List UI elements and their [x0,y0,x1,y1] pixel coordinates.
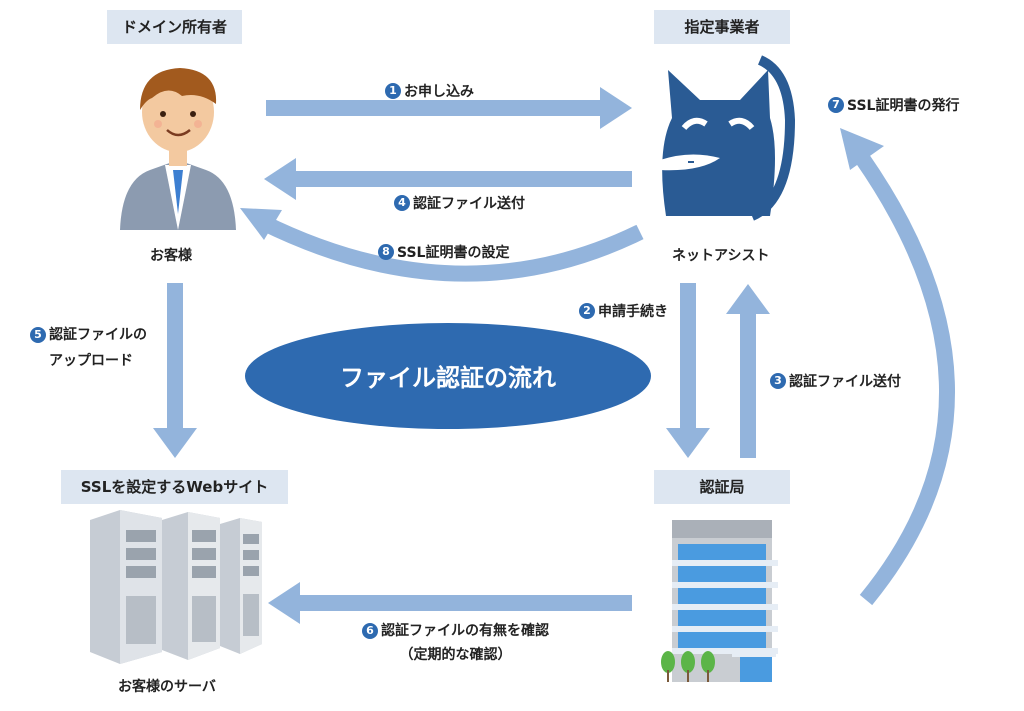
cat-mascot-icon [650,55,796,221]
step-2-label: 2 申請手続き [579,301,668,321]
arrow-step-1 [266,87,632,129]
step-3-text: 認証ファイル送付 [789,374,901,390]
arrow-step-5 [153,283,197,458]
step-6-label: 6 認証ファイルの有無を確認 （定期的な確認） [362,619,549,667]
arrow-step-3 [726,284,770,458]
header-designated-provider: 指定事業者 [654,10,790,44]
arrow-step-2 [666,283,710,458]
office-building-icon [661,520,778,682]
step-5-label: 5 認証ファイルの アップロード [30,322,147,374]
step-8-number: 8 [378,244,394,260]
step-4-text: 認証ファイル送付 [413,196,525,212]
step-6-number: 6 [362,623,378,639]
step-7-label: 7 SSL証明書の発行 [828,95,959,115]
step-2-text: 申請手続き [598,304,668,320]
arrow-step-8 [240,208,644,282]
center-oval [245,323,651,429]
header-ca: 認証局 [654,470,790,504]
step-1-text: お申し込み [404,84,474,100]
server-tower-icon [90,510,262,664]
netassist-label: ネットアシスト [672,248,770,264]
arrow-step-7 [840,128,955,606]
step-3-label: 3 認証ファイル送付 [770,371,901,391]
server-label: お客様のサーバ [118,679,216,695]
arrow-step-4 [264,158,632,200]
step-4-number: 4 [394,195,410,211]
center-title: ファイル認証の流れ [340,364,556,392]
arrow-step-6 [268,582,632,624]
step-6-line1: 認証ファイルの有無を確認 [381,623,549,639]
customer-label: お客様 [150,248,192,264]
step-5-number: 5 [30,327,46,343]
step-7-number: 7 [828,97,844,113]
step-2-number: 2 [579,303,595,319]
step-4-label: 4 認証ファイル送付 [394,193,525,213]
header-domain-owner: ドメイン所有者 [107,10,242,44]
step-5-line2: アップロード [49,353,133,369]
step-5-line1: 認証ファイルの [49,327,147,343]
header-website: SSLを設定するWebサイト [61,470,288,504]
step-8-label: 8 SSL証明書の設定 [378,242,509,262]
businessman-icon [120,68,236,230]
step-6-line2: （定期的な確認） [399,647,512,663]
step-7-text: SSL証明書の発行 [847,98,960,114]
step-8-text: SSL証明書の設定 [397,245,510,261]
step-1-label: 1 お申し込み [385,81,474,101]
step-3-number: 3 [770,373,786,389]
step-1-number: 1 [385,83,401,99]
